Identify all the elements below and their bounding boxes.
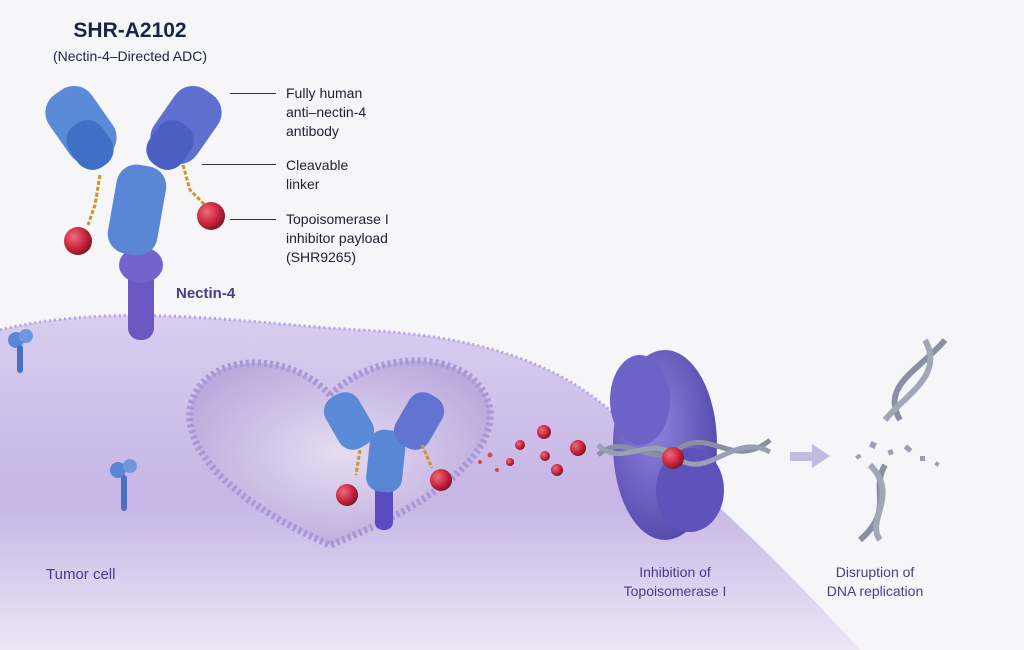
caption-disruption-line-2: DNA replication <box>826 583 924 599</box>
callout-linker: Cleavable linker <box>286 156 348 194</box>
callout-linker-line-2: linker <box>286 176 320 192</box>
surface-receptor-small <box>110 459 137 511</box>
diagram-title: SHR-A2102 (Nectin-4–Directed ADC) <box>30 18 230 66</box>
callout-payload-line-2: inhibitor payload <box>286 230 388 246</box>
surface-receptor-left <box>8 329 33 373</box>
callout-leader-payload <box>230 219 276 220</box>
callout-payload: Topoisomerase I inhibitor payload (SHR92… <box>286 210 389 267</box>
subtitle-text: (Nectin-4–Directed ADC) <box>52 48 208 64</box>
caption-disruption-line-1: Disruption of <box>835 564 915 580</box>
payload-right <box>197 202 225 230</box>
caption-inhibition: Inhibition of Topoisomerase I <box>600 563 750 601</box>
topoisomerase-complex <box>596 350 772 540</box>
callout-linker-line-1: Cleavable <box>286 157 349 173</box>
callout-payload-line-1: Topoisomerase I <box>286 211 389 227</box>
callout-leader-linker <box>202 164 276 165</box>
tumor-cell-label: Tumor cell <box>46 566 116 583</box>
adc-antibody-main <box>45 85 225 340</box>
released-payload-particles <box>478 425 586 476</box>
nectin-4-label: Nectin-4 <box>176 285 236 302</box>
broken-dna-helix <box>855 338 948 543</box>
callout-payload-line-3: (SHR9265) <box>286 249 357 265</box>
caption-inhibition-line-1: Inhibition of <box>639 564 711 580</box>
callout-antibody-line-1: Fully human <box>286 85 363 101</box>
callout-antibody-line-3: antibody <box>286 123 339 139</box>
callout-antibody-line-2: anti–nectin-4 <box>286 104 367 120</box>
callout-leader-antibody <box>230 93 276 94</box>
title-text: SHR-A2102 <box>73 19 187 42</box>
process-arrow <box>790 444 830 468</box>
adc-antibody-internalized <box>323 392 452 530</box>
caption-inhibition-line-2: Topoisomerase I <box>623 583 727 599</box>
caption-disruption: Disruption of DNA replication <box>800 563 950 601</box>
callout-antibody: Fully human anti–nectin-4 antibody <box>286 84 366 141</box>
payload-left <box>64 227 92 255</box>
